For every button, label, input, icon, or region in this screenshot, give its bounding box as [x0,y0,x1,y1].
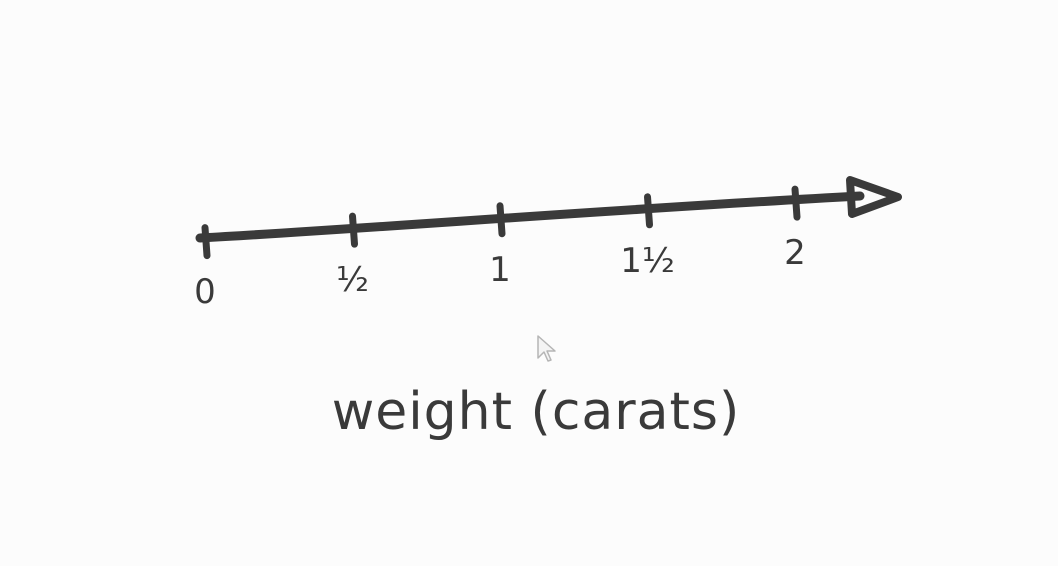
tick-mark [496,202,506,238]
tick-label: ½ [336,260,369,301]
tick-mark [644,193,653,229]
axis-label: weight (carats) [331,382,741,442]
tick-label: 0 [194,271,216,312]
axis-line [195,191,865,243]
tick-label: 1 [489,249,511,290]
mouse-pointer-icon [536,334,558,369]
tick-marks [201,185,801,260]
tick-label: 2 [784,233,806,274]
tick-mark [349,212,358,248]
axis-arrowhead [846,176,902,218]
tick-mark [201,224,211,260]
tick-mark [791,185,801,221]
tick-label: 1½ [620,240,675,281]
